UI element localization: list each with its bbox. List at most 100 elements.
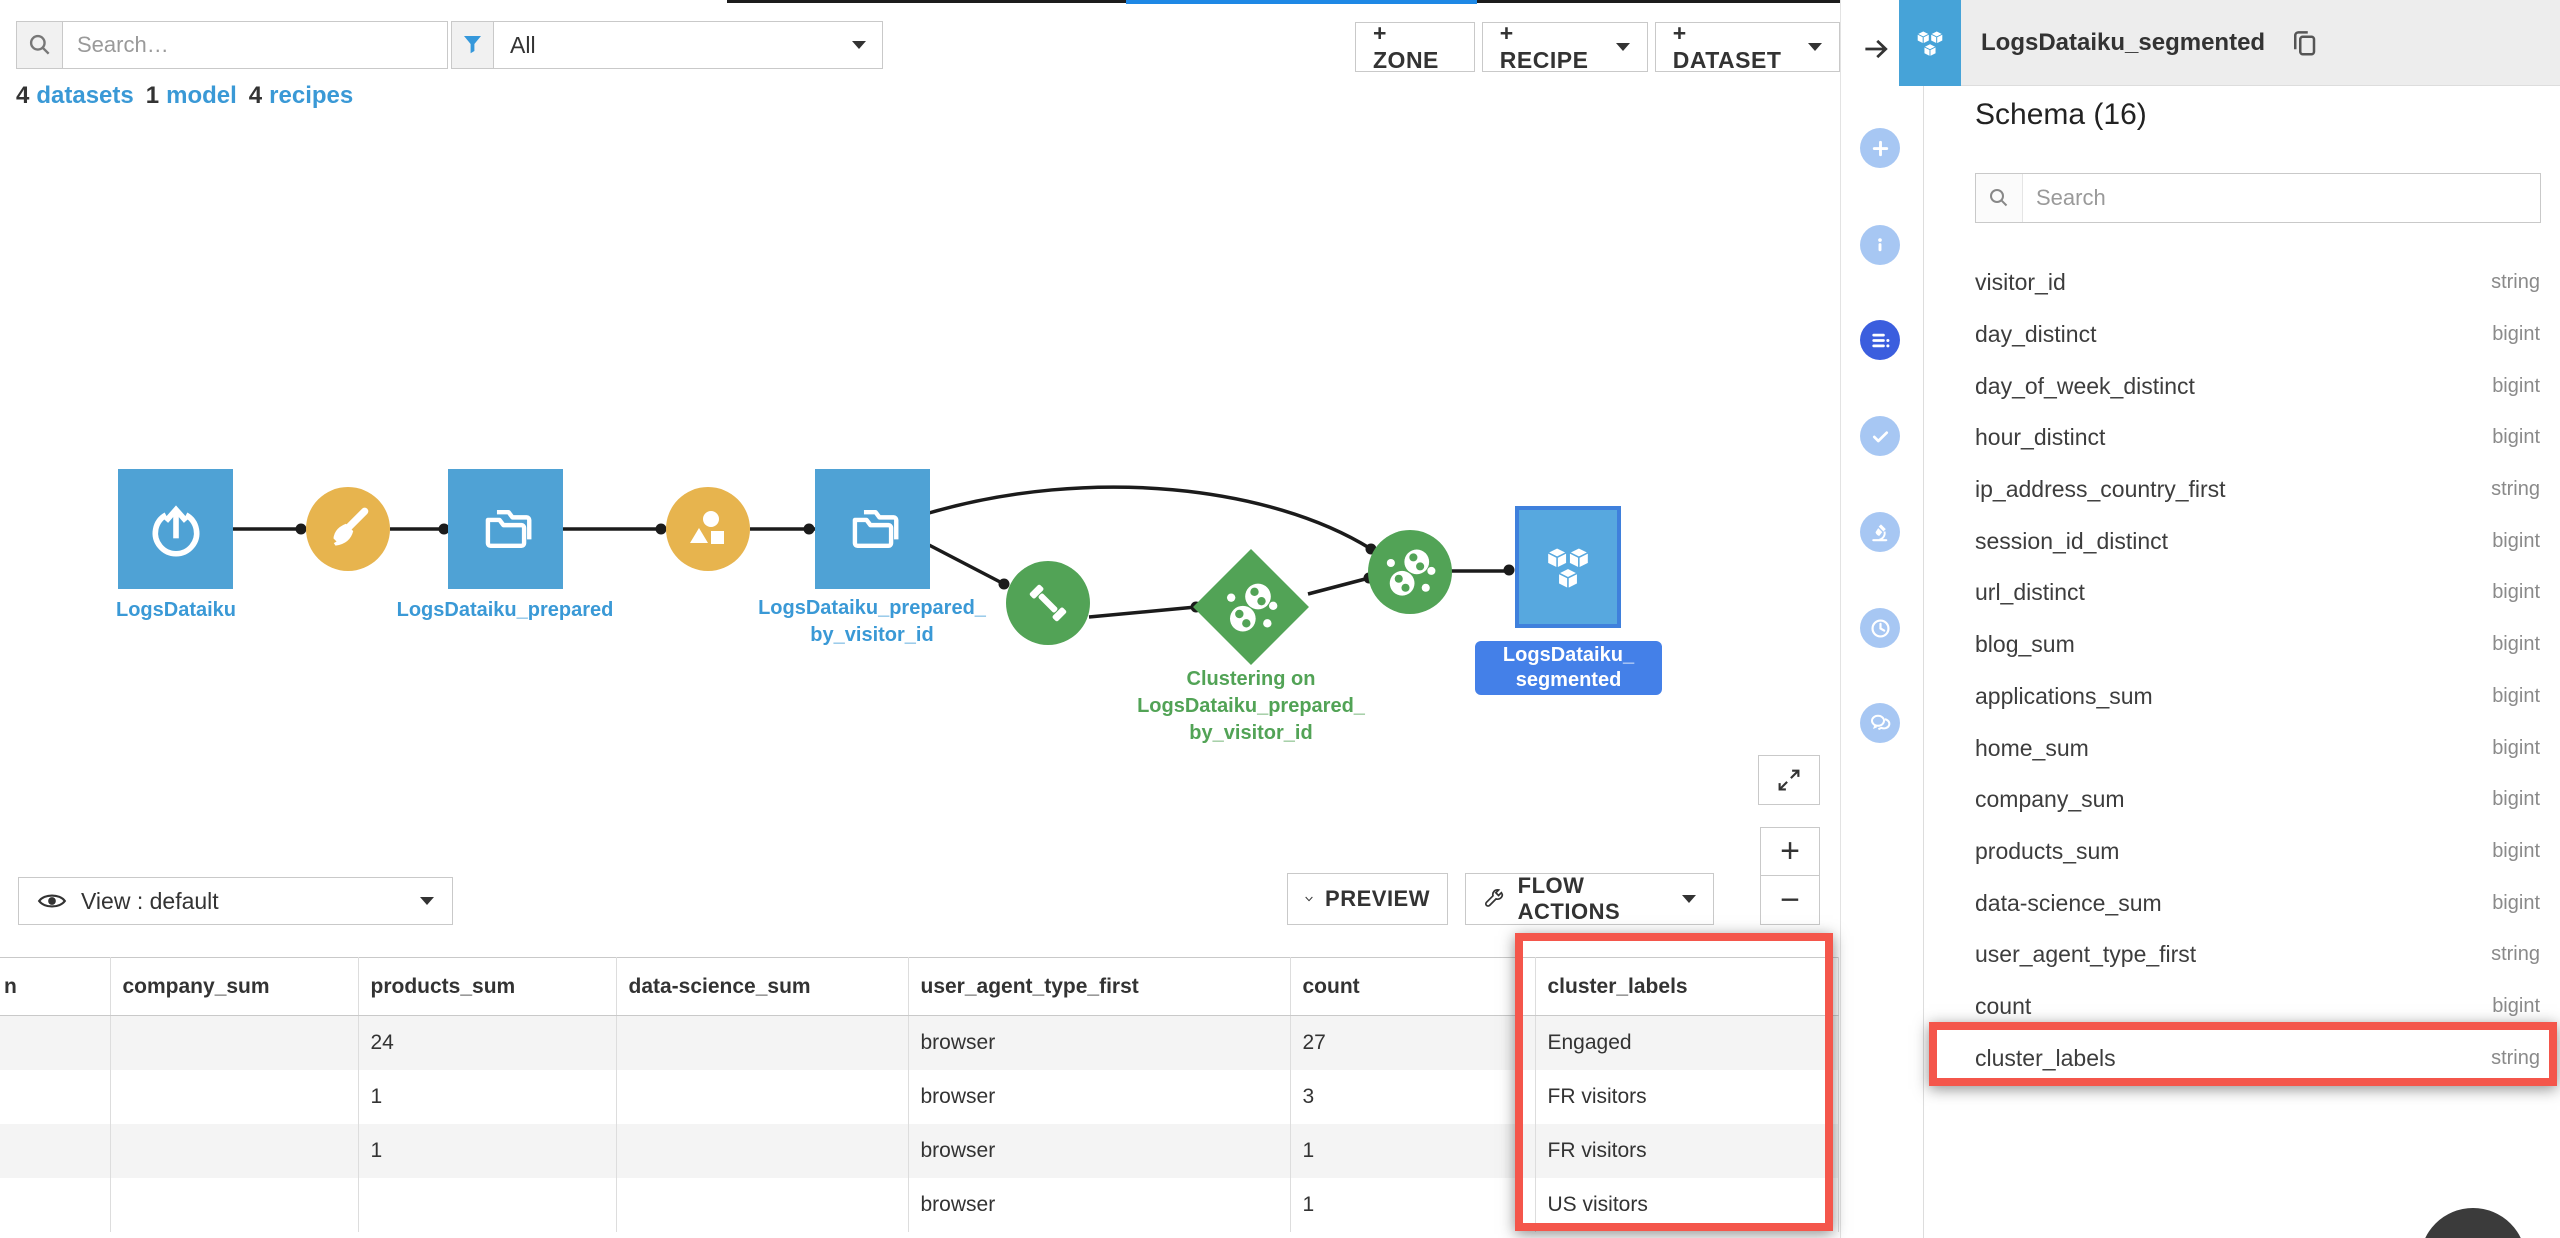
flow-search bbox=[16, 21, 448, 69]
node-dataset-by-visitor-id[interactable] bbox=[815, 469, 930, 589]
schema-field-row[interactable]: home_sum bigint bbox=[1975, 722, 2540, 774]
table-header-row: n company_sum products_sum data-science_… bbox=[0, 957, 1839, 1016]
table-cell bbox=[616, 1178, 909, 1232]
schema-field-row[interactable]: ip_address_country_first string bbox=[1975, 464, 2540, 516]
filter-dropdown[interactable]: All bbox=[494, 21, 883, 69]
schema-field-row[interactable]: day_distinct bigint bbox=[1975, 309, 2540, 361]
panel-nav-status[interactable] bbox=[1860, 416, 1900, 456]
preview-label: PREVIEW bbox=[1325, 886, 1430, 911]
field-type: bigint bbox=[2492, 788, 2540, 811]
schema-field-row[interactable]: url_distinct bigint bbox=[1975, 567, 2540, 619]
table-cell: 1 bbox=[358, 1070, 617, 1124]
schema-field-row[interactable]: company_sum bigint bbox=[1975, 774, 2540, 826]
flow-actions-button[interactable]: FLOW ACTIONS bbox=[1465, 873, 1714, 925]
node-recipe-train[interactable] bbox=[1006, 561, 1090, 645]
node-label: LogsDataiku_prepared bbox=[396, 599, 614, 621]
plus-icon bbox=[1872, 140, 1888, 156]
field-name: day_of_week_distinct bbox=[1975, 372, 2195, 399]
zoom-out-label: − bbox=[1780, 880, 1800, 919]
field-type: bigint bbox=[2492, 891, 2540, 914]
panel-nav-add[interactable] bbox=[1860, 128, 1900, 168]
field-name: hour_distinct bbox=[1975, 424, 2106, 451]
schema-field-row[interactable]: session_id_distinct bigint bbox=[1975, 515, 2540, 567]
table-cell bbox=[616, 1070, 909, 1124]
schema-field-row[interactable]: user_agent_type_first string bbox=[1975, 929, 2540, 981]
table-cell bbox=[616, 1015, 909, 1070]
collapse-panel-button[interactable] bbox=[1859, 34, 1893, 64]
zoom-out-button[interactable]: − bbox=[1760, 875, 1820, 925]
node-dataset-logsdataiku[interactable] bbox=[118, 469, 233, 589]
add-dataset-button[interactable]: + DATASET bbox=[1654, 20, 1840, 73]
field-type: bigint bbox=[2492, 323, 2540, 346]
schema-panel: Schema (16) visitor_id string day_distin… bbox=[1925, 86, 2560, 1238]
zoom-in-label: + bbox=[1780, 832, 1800, 870]
model-link[interactable]: model bbox=[166, 82, 237, 109]
copy-icon[interactable] bbox=[2289, 27, 2319, 59]
table-cell: 1 bbox=[358, 1124, 617, 1178]
table-cell bbox=[0, 1124, 111, 1178]
schema-field-row[interactable]: data-science_sum bigint bbox=[1975, 877, 2540, 929]
schema-field-row[interactable]: products_sum bigint bbox=[1975, 826, 2540, 878]
table-cell: 3 bbox=[1290, 1070, 1536, 1124]
datasets-link[interactable]: datasets bbox=[36, 82, 134, 109]
microscope-icon bbox=[1871, 523, 1887, 541]
broom-icon bbox=[331, 507, 369, 546]
schema-field-row[interactable]: blog_sum bigint bbox=[1975, 619, 2540, 671]
schema-field-row[interactable]: count bigint bbox=[1975, 981, 2540, 1033]
wrench-icon bbox=[1485, 888, 1504, 907]
column-header-cluster-labels: cluster_labels bbox=[1535, 957, 1839, 1016]
panel-nav-strip bbox=[1840, 0, 1924, 1238]
filter-dropdown-value: All bbox=[510, 31, 536, 58]
recipes-link[interactable]: recipes bbox=[269, 82, 354, 109]
schema-field-row[interactable]: day_of_week_distinct bigint bbox=[1975, 360, 2540, 412]
zoom-in-button[interactable]: + bbox=[1760, 827, 1820, 876]
node-recipe-prepare[interactable] bbox=[306, 487, 390, 571]
schema-field-row[interactable]: visitor_id string bbox=[1975, 257, 2540, 309]
add-zone-button[interactable]: + ZONE bbox=[1355, 20, 1475, 73]
panel-nav-lab[interactable] bbox=[1860, 512, 1900, 552]
node-recipe-score[interactable] bbox=[1368, 530, 1452, 614]
table-cell bbox=[110, 1178, 359, 1232]
table-cell: 1 bbox=[1290, 1178, 1536, 1232]
schema-search-input[interactable] bbox=[2023, 174, 2540, 222]
field-type: bigint bbox=[2492, 581, 2540, 604]
field-type: bigint bbox=[2492, 374, 2540, 397]
node-recipe-group[interactable] bbox=[666, 487, 750, 571]
field-name: url_distinct bbox=[1975, 579, 2085, 606]
clock-icon bbox=[1870, 618, 1890, 638]
add-recipe-button[interactable]: + RECIPE bbox=[1481, 20, 1648, 73]
recipes-count: 4 bbox=[248, 82, 263, 109]
panel-nav-discussions[interactable] bbox=[1860, 703, 1900, 743]
field-type: bigint bbox=[2492, 529, 2540, 552]
table-cell bbox=[0, 1015, 111, 1070]
dumbbell-icon bbox=[1029, 584, 1067, 622]
search-input[interactable] bbox=[63, 22, 447, 68]
panel-nav-details[interactable] bbox=[1860, 225, 1900, 265]
view-dropdown[interactable]: View : default bbox=[18, 877, 453, 925]
preview-button[interactable]: PREVIEW bbox=[1287, 873, 1448, 925]
fullscreen-button[interactable] bbox=[1758, 755, 1820, 805]
panel-nav-schema[interactable] bbox=[1860, 320, 1900, 360]
datasets-count: 4 bbox=[16, 82, 30, 109]
panel-nav-history[interactable] bbox=[1860, 608, 1900, 648]
field-name: products_sum bbox=[1975, 837, 2120, 864]
arrow-right-icon bbox=[1865, 39, 1888, 59]
column-header-products-sum: products_sum bbox=[358, 957, 617, 1016]
table-cell bbox=[0, 1178, 111, 1232]
table-cell: browser bbox=[908, 1015, 1291, 1070]
top-edge-progress bbox=[1126, 0, 1477, 4]
schema-columns-icon bbox=[1871, 333, 1889, 347]
schema-field-row[interactable]: applications_sum bigint bbox=[1975, 671, 2540, 723]
field-name: cluster_labels bbox=[1975, 1044, 2116, 1071]
column-header-count: count bbox=[1290, 957, 1536, 1016]
node-dataset-logsdataiku-prepared[interactable] bbox=[448, 469, 563, 589]
field-name: company_sum bbox=[1975, 786, 2125, 813]
upload-icon bbox=[152, 505, 199, 557]
field-type: bigint bbox=[2492, 839, 2540, 862]
node-model-clustering[interactable] bbox=[1193, 549, 1309, 665]
schema-field-row[interactable]: cluster_labels string bbox=[1975, 1032, 2540, 1084]
table-cell bbox=[358, 1178, 617, 1232]
schema-field-row[interactable]: hour_distinct bigint bbox=[1975, 412, 2540, 464]
node-dataset-logsdataiku-segmented[interactable] bbox=[1515, 506, 1621, 628]
table-cell: 24 bbox=[358, 1015, 617, 1070]
